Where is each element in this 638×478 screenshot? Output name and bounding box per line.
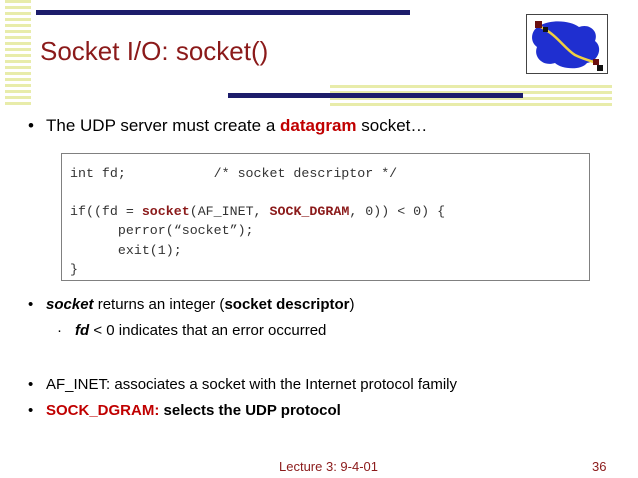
code-segment: (AF_INET, [189, 204, 270, 219]
code-segment: if((fd = [70, 204, 142, 219]
bullet-text: selects the UDP protocol [159, 402, 341, 419]
bullet-text: AF_INET: associates a socket with the In… [46, 376, 458, 393]
slide-title: Socket I/O: socket() [40, 36, 269, 66]
bullet-sock-dgram: • SOCK_DGRAM: selects the UDP protocol [28, 402, 341, 419]
bullet-af-inet: • AF_INET: associates a socket with the I… [28, 376, 457, 393]
socket-term: socket [46, 296, 94, 313]
code-line-4: exit(1); [70, 243, 182, 258]
code-constant-sock-dgram: SOCK_DGRAM [269, 204, 350, 219]
sock-dgram-keyword: SOCK_DGRAM: [46, 402, 160, 419]
bullet-socket-returns: • socket returns an integer (socket descr… [28, 296, 354, 313]
network-graph-icon [532, 21, 603, 71]
sub-bullet-fd-error: · fd < 0 indicates that an error occurred [57, 322, 326, 339]
datagram-keyword: datagram [280, 116, 357, 135]
bullet-dot: • [28, 296, 34, 313]
decorative-bar-top [36, 10, 410, 15]
code-function-socket: socket [141, 204, 190, 219]
bullet-udp-server: • The UDP server must create a datagram s… [28, 116, 427, 136]
fd-term: fd [75, 322, 90, 339]
code-segment: , 0)) < 0) { [349, 204, 446, 219]
bullet-text: The UDP server must create a [46, 116, 280, 135]
code-line-1: int fd; /* socket descriptor */ [70, 166, 398, 181]
bullet-text-tail: ) [349, 296, 355, 313]
bullet-text: returns an integer ( [93, 296, 225, 313]
sub-bullet-dot: · [57, 322, 62, 339]
code-line-3: perror(“socket”); [70, 223, 254, 238]
bullet-dot: • [28, 402, 34, 419]
page-number: 36 [592, 459, 607, 474]
decorative-bar-middle [228, 93, 523, 98]
bullet-text-tail: socket… [356, 116, 428, 135]
network-graph-logo [526, 14, 608, 74]
bullet-text: < 0 indicates that an error occurred [89, 322, 327, 339]
bullet-dot: • [28, 376, 34, 393]
code-block: int fd; /* socket descriptor */ if((fd =… [61, 153, 590, 281]
slide-footer: Lecture 3: 9-4-01 [279, 459, 379, 474]
code-line-5: } [70, 262, 78, 277]
bullet-dot: • [28, 116, 34, 135]
socket-descriptor-term: socket descriptor [224, 296, 350, 313]
code-line-2: if((fd = socket(AF_INET, SOCK_DGRAM, 0))… [70, 204, 445, 219]
decorative-stripe-vertical [5, 0, 31, 106]
